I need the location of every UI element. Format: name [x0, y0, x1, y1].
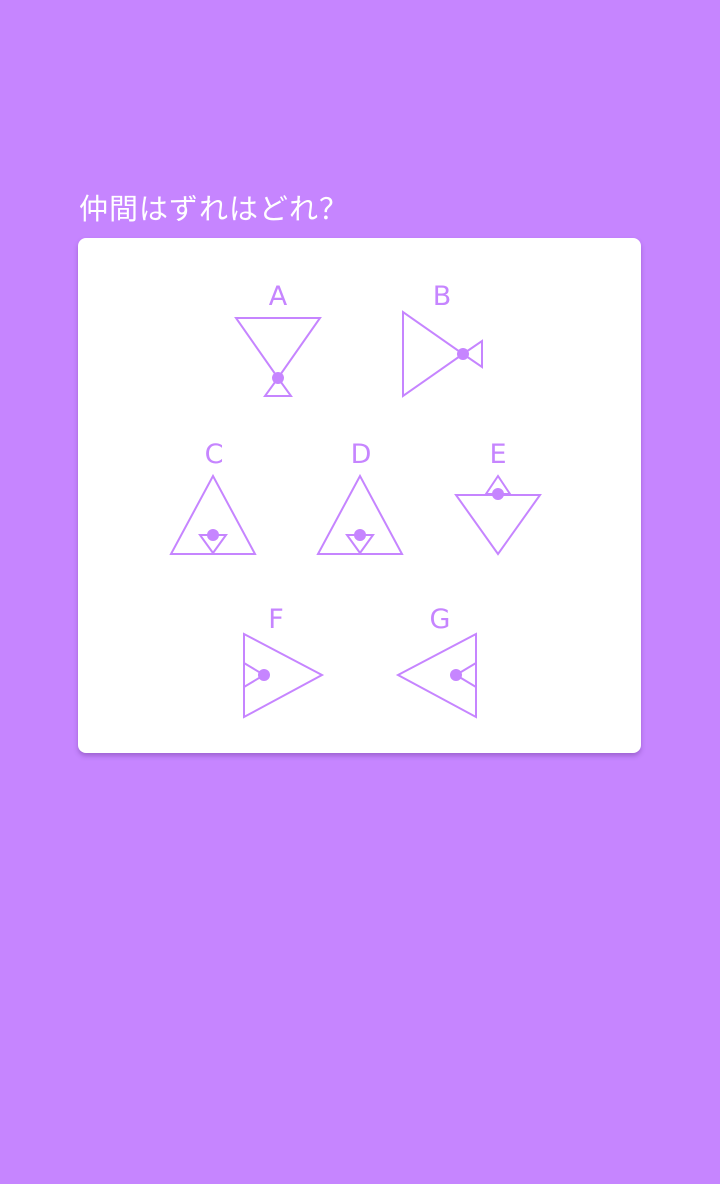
option-e-label: E	[489, 439, 506, 470]
option-e-dot	[492, 488, 504, 500]
option-b[interactable]: B	[402, 281, 483, 398]
option-g[interactable]: G	[395, 604, 477, 719]
option-a-label: A	[269, 281, 288, 312]
option-a[interactable]: A	[234, 281, 322, 397]
option-e[interactable]: E	[454, 439, 542, 556]
option-g-label: G	[430, 604, 451, 635]
option-d[interactable]: D	[316, 439, 404, 555]
option-f-label: F	[268, 604, 284, 635]
option-c-label: C	[205, 439, 224, 470]
option-b-label: B	[433, 281, 452, 312]
option-c-dot	[207, 529, 219, 541]
option-f-dot	[258, 669, 270, 681]
puzzle-figures: A B C D E	[169, 281, 542, 719]
option-a-dot	[272, 372, 284, 384]
option-c[interactable]: C	[169, 439, 257, 555]
option-a-large-triangle	[234, 317, 322, 380]
option-c-large-triangle	[169, 473, 257, 555]
option-g-large-triangle	[395, 632, 477, 719]
option-b-large-triangle	[402, 310, 465, 398]
option-f-large-triangle	[243, 632, 325, 719]
option-e-large-triangle	[454, 494, 542, 556]
option-f[interactable]: F	[243, 604, 325, 719]
option-a-small-triangle	[263, 376, 293, 397]
option-g-dot	[450, 669, 462, 681]
option-b-dot	[457, 348, 469, 360]
puzzle-card: A B C D E	[78, 238, 641, 753]
option-b-small-triangle	[461, 339, 483, 369]
option-d-dot	[354, 529, 366, 541]
option-d-large-triangle	[316, 473, 404, 555]
option-d-label: D	[351, 439, 372, 470]
question-title: 仲間はずれはどれ？	[79, 192, 350, 226]
